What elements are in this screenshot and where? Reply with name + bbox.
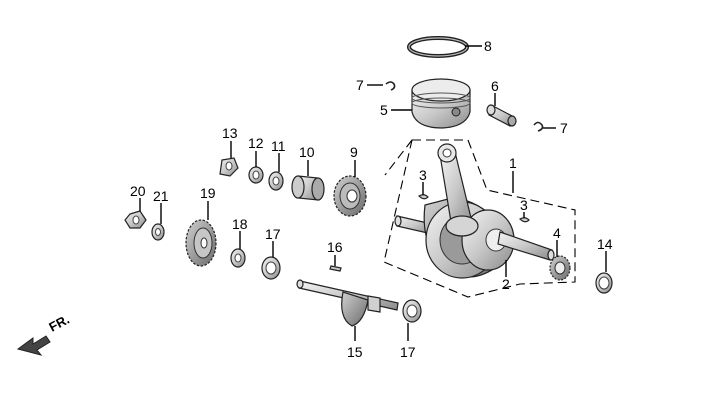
piston-ring: [407, 36, 469, 58]
collar-18: [230, 248, 246, 268]
piston-pin-clip-right: [533, 121, 544, 132]
key-16: [329, 265, 342, 272]
balancer-gear: [185, 219, 217, 267]
callout-13: 13: [222, 125, 238, 141]
woodruff-key-left: [418, 194, 429, 200]
callout-2: 2: [502, 276, 510, 292]
nut-13: [219, 157, 239, 177]
callout-11: 11: [271, 138, 286, 154]
callout-5: 5: [380, 102, 388, 118]
callout-21: 21: [153, 188, 169, 204]
flange-nut: [124, 210, 147, 229]
washer-12: [248, 166, 264, 184]
washer-21: [151, 223, 165, 241]
balancer-shaft: [296, 279, 399, 327]
leader-lines: [139, 45, 607, 341]
front-direction-label: FR.: [46, 312, 72, 335]
bearing-17-upper: [261, 256, 281, 280]
callout-14: 14: [597, 236, 613, 252]
washer-11: [268, 171, 284, 191]
callout-15: 15: [347, 344, 363, 360]
bearing-right: [595, 272, 613, 294]
callout-8: 8: [484, 38, 492, 54]
callout-20: 20: [130, 183, 146, 199]
callout-3-right: 3: [520, 197, 528, 213]
callout-18: 18: [232, 216, 248, 232]
crankshaft-assembly: [394, 143, 555, 279]
piston: [411, 78, 471, 129]
callout-7-left: 7: [356, 77, 364, 93]
bearing-17-lower: [402, 299, 422, 323]
callout-3-left: 3: [419, 167, 427, 183]
callout-7-right: 7: [560, 120, 568, 136]
callout-1: 1: [509, 155, 517, 171]
crank-gear: [549, 255, 571, 281]
woodruff-key-right: [519, 217, 530, 223]
callout-4: 4: [553, 225, 561, 241]
piston-pin: [486, 104, 517, 127]
piston-pin-clip-left: [385, 81, 396, 91]
callout-9: 9: [350, 144, 358, 160]
callout-6: 6: [491, 78, 499, 94]
callout-16: 16: [327, 239, 343, 255]
needle-bearing: [291, 175, 325, 201]
callout-numbers: 8 7 5 6 7 1 3 3 4 14 2 9 10 11 12 13 20 …: [46, 38, 612, 360]
front-direction-arrow-icon: [16, 335, 51, 356]
callout-17-upper: 17: [265, 226, 281, 242]
callout-17-lower: 17: [400, 344, 416, 360]
callout-10: 10: [299, 144, 315, 160]
assembly-outline: [383, 139, 576, 298]
callout-19: 19: [200, 185, 216, 201]
drive-gear: [333, 175, 367, 217]
callout-12: 12: [248, 135, 264, 151]
